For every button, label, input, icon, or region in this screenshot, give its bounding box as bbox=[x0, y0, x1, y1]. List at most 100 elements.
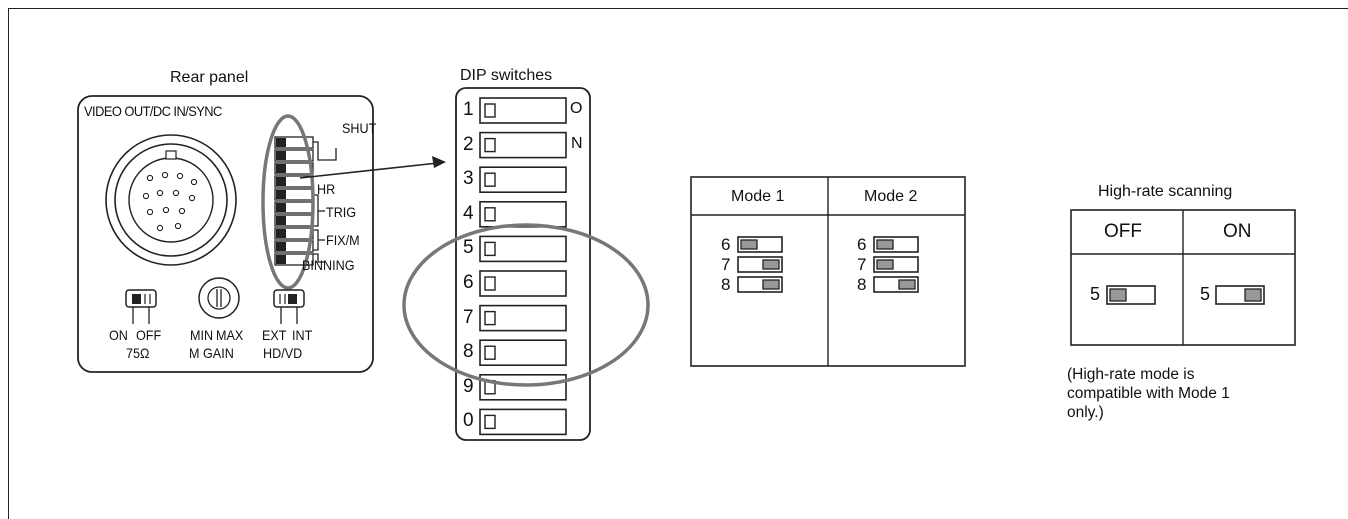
connector-middle-ring bbox=[114, 143, 228, 257]
gain-left-label: MIN bbox=[190, 327, 214, 343]
connector-pins bbox=[142, 171, 198, 232]
dip-switch-lever bbox=[484, 172, 496, 187]
connector-pin bbox=[161, 171, 169, 179]
panel-dip-lever bbox=[276, 229, 286, 238]
high-rate-switches bbox=[1106, 285, 1265, 305]
connector-key bbox=[165, 150, 177, 160]
group-brackets bbox=[313, 141, 337, 263]
panel-dip-highlight bbox=[261, 114, 315, 290]
arrow-head bbox=[432, 156, 446, 168]
dip-on-label-n: N bbox=[571, 135, 583, 152]
mode2-switch-number: 8 bbox=[857, 275, 867, 294]
high-rate-on-switch-knob bbox=[1244, 288, 1262, 302]
dip-number: 8 bbox=[463, 341, 474, 363]
dip-switch-lever bbox=[484, 345, 496, 360]
mode2-switch-knob bbox=[876, 239, 894, 250]
mode1-switch-number: 6 bbox=[721, 235, 731, 254]
connector-pin bbox=[188, 194, 196, 202]
figure-frame bbox=[8, 8, 1348, 519]
sync-right-label: INT bbox=[292, 327, 313, 343]
dip-housing bbox=[455, 87, 591, 441]
panel-dip-switch bbox=[274, 162, 314, 175]
mode1-switch-knob bbox=[762, 279, 780, 290]
high-rate-off-num: 5 bbox=[1090, 284, 1101, 304]
connector-pin bbox=[178, 207, 186, 215]
mode2-header: Mode 2 bbox=[864, 188, 918, 205]
mode2-switch-knob bbox=[898, 279, 916, 290]
gain-knob bbox=[198, 277, 240, 319]
panel-dip-lever bbox=[276, 177, 286, 186]
mode1-header: Mode 1 bbox=[731, 188, 785, 205]
dip-number: 0 bbox=[463, 410, 474, 432]
sync-left-label: EXT bbox=[262, 327, 287, 343]
mode2-switch-knob bbox=[876, 259, 894, 270]
connector-pin bbox=[142, 192, 150, 200]
panel-dip-lever bbox=[276, 255, 286, 264]
dip-number: 7 bbox=[463, 306, 474, 328]
high-rate-on-header: ON bbox=[1223, 221, 1252, 242]
mode2-switch-number: 6 bbox=[857, 235, 867, 254]
high-rate-note-2: compatible with Mode 1 bbox=[1067, 385, 1230, 402]
high-rate-on-num: 5 bbox=[1200, 284, 1211, 304]
dip-highlight bbox=[402, 223, 650, 387]
panel-dip-switch bbox=[274, 240, 314, 253]
dip-switch-slot bbox=[479, 373, 567, 401]
mode2-switch-number: 7 bbox=[857, 255, 867, 274]
dip-switch-slot bbox=[479, 97, 567, 124]
connector-pin bbox=[146, 208, 154, 216]
panel-dip-bank bbox=[274, 136, 314, 266]
panel-dip-lever bbox=[276, 216, 286, 225]
mode1-switch-number: 7 bbox=[721, 255, 731, 274]
switch-75-left-label: ON bbox=[109, 327, 128, 343]
dip-number: 4 bbox=[463, 202, 474, 224]
connector-pin bbox=[146, 174, 154, 182]
dip-switch-lever bbox=[484, 207, 496, 222]
switch-75-name: 75Ω bbox=[126, 345, 150, 361]
dip-number: 6 bbox=[463, 272, 474, 293]
connector-pin bbox=[190, 178, 198, 186]
dip-switch-lever bbox=[484, 137, 496, 153]
high-rate-title: High-rate scanning bbox=[1098, 183, 1233, 200]
rear-panel-outline bbox=[77, 95, 374, 373]
dip-rows bbox=[479, 97, 567, 436]
connector-pin bbox=[156, 224, 164, 232]
panel-dip-lever bbox=[276, 203, 286, 212]
dip-switch-lever bbox=[484, 241, 496, 257]
dip-switch-slot bbox=[479, 304, 567, 332]
mode-switches bbox=[737, 236, 919, 293]
switch-ext-int bbox=[273, 289, 305, 324]
panel-dip-switch bbox=[274, 149, 314, 162]
dip-number: 2 bbox=[463, 133, 474, 155]
dip-title: DIP switches bbox=[460, 67, 553, 84]
mode1-switch-knob bbox=[762, 259, 780, 270]
dip-switch-lever bbox=[484, 276, 496, 291]
connector-pin bbox=[176, 172, 184, 180]
high-rate-note-1: (High-rate mode is bbox=[1067, 366, 1195, 383]
arrow-line bbox=[299, 162, 439, 179]
gain-right-label: MAX bbox=[216, 327, 244, 343]
connector-label: VIDEO OUT/DC IN/SYNC bbox=[84, 103, 222, 119]
group-label-trig: TRIG bbox=[326, 204, 357, 220]
group-label-hr: HR bbox=[317, 181, 336, 197]
sync-name: HD/VD bbox=[263, 345, 303, 361]
mode1-switch-number: 8 bbox=[721, 275, 731, 294]
group-label-fixm: FIX/M bbox=[326, 232, 360, 248]
high-rate-off-header: OFF bbox=[1104, 221, 1142, 242]
connector-pin bbox=[156, 189, 164, 197]
panel-dip-lever bbox=[276, 151, 286, 160]
dip-on-label-o: O bbox=[570, 100, 583, 117]
panel-dip-lever bbox=[276, 138, 286, 147]
mode1-switch-knob bbox=[740, 239, 758, 250]
panel-dip-lever bbox=[276, 164, 286, 173]
dip-number: 1 bbox=[463, 99, 474, 120]
dip-switch-lever bbox=[484, 310, 496, 326]
dip-number: 3 bbox=[463, 168, 474, 190]
group-label-shut: SHUT bbox=[342, 120, 377, 136]
panel-dip-lever bbox=[276, 190, 286, 199]
switch-75-right-label: OFF bbox=[136, 327, 162, 343]
panel-dip-switch bbox=[274, 253, 314, 266]
dip-number: 9 bbox=[463, 375, 474, 397]
